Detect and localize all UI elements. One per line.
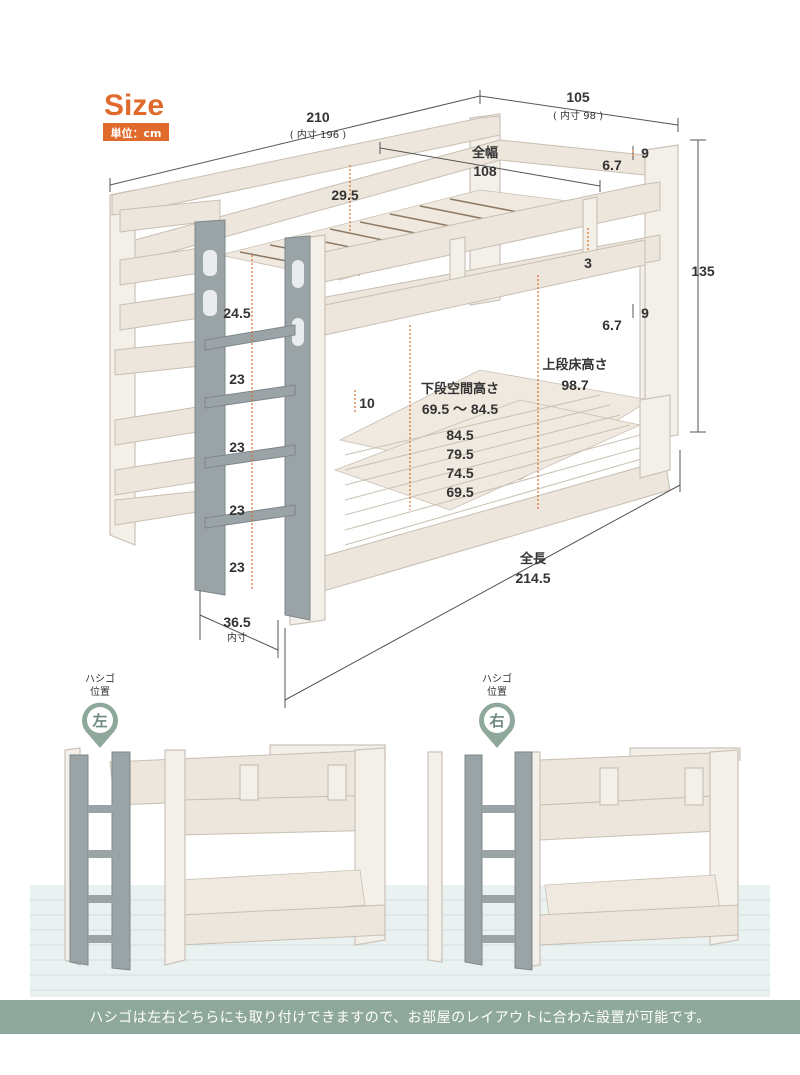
lower-space-option: 79.5 bbox=[446, 446, 473, 462]
guard-mid-b: 6.7 bbox=[602, 317, 622, 333]
variant-right-line2: 位置 bbox=[487, 685, 507, 698]
variant-right-badge: 右 bbox=[489, 712, 504, 730]
upper-guard-height: 29.5 bbox=[331, 187, 358, 203]
guard-top-b: 6.7 bbox=[602, 157, 622, 173]
bed-variant-right bbox=[427, 747, 741, 971]
width-total: 210 bbox=[306, 109, 330, 125]
unit-label: 単位：cm bbox=[111, 126, 162, 140]
variant-left-line1: ハシゴ bbox=[85, 672, 115, 685]
caption-text: ハシゴは左右どちらにも取り付けできますので、お部屋のレイアウトに合わた設置が可能… bbox=[89, 1010, 711, 1026]
variant-left-badge: 左 bbox=[91, 712, 107, 730]
ladder-width: 36.5 bbox=[223, 614, 250, 630]
variant-left-line2: 位置 bbox=[90, 685, 110, 698]
ladder-step-4: 23 bbox=[229, 559, 245, 575]
ladder bbox=[194, 219, 311, 621]
guard-top-a: 9 bbox=[641, 145, 649, 161]
depth-inner: ( 内寸 98 ) bbox=[553, 109, 603, 122]
variant-right: ハシゴ 位置 右 bbox=[478, 672, 515, 748]
upper-floor-value: 98.7 bbox=[561, 377, 588, 393]
ladder-width-note: 内寸 bbox=[227, 631, 247, 644]
lower-slats bbox=[344, 394, 656, 546]
full-width-label: 全幅 bbox=[471, 145, 498, 161]
ladder-step-2: 23 bbox=[229, 439, 245, 455]
variant-left: ハシゴ 位置 左 bbox=[82, 672, 118, 748]
height-total: 135 bbox=[691, 263, 715, 279]
lower-space-option: 69.5 bbox=[446, 484, 473, 500]
length-value: 214.5 bbox=[515, 570, 550, 586]
lower-space-option: 84.5 bbox=[446, 427, 473, 443]
variant-right-line1: ハシゴ bbox=[482, 672, 512, 685]
dimension-lines bbox=[109, 90, 706, 708]
guard-mid-a: 9 bbox=[641, 305, 649, 321]
full-width-value: 108 bbox=[473, 163, 497, 179]
bed-variant-left bbox=[64, 744, 386, 971]
length-label: 全長 bbox=[519, 551, 547, 567]
lower-space-label: 下段空間高さ bbox=[421, 381, 499, 397]
unit-badge bbox=[103, 123, 169, 141]
size-title: Size bbox=[104, 89, 164, 122]
upper-floor-label: 上段床高さ bbox=[542, 357, 607, 373]
lower-space-range: 69.5 ～ 84.5 bbox=[422, 401, 498, 417]
ladder-step-3: 23 bbox=[229, 502, 245, 518]
width-inner: ( 内寸 196 ) bbox=[290, 128, 347, 141]
lower-space-option: 74.5 bbox=[446, 465, 473, 481]
bunk-bed-illustration bbox=[109, 113, 679, 626]
depth-total: 105 bbox=[566, 89, 590, 105]
ladder-step-1: 23 bbox=[229, 371, 245, 387]
ladder-top: 24.5 bbox=[223, 305, 250, 321]
rail-gap: 3 bbox=[584, 255, 592, 271]
lower-offset: 10 bbox=[359, 395, 375, 411]
caption-bar: ハシゴは左右どちらにも取り付けできますので、お部屋のレイアウトに合わた設置が可能… bbox=[0, 1000, 800, 1034]
